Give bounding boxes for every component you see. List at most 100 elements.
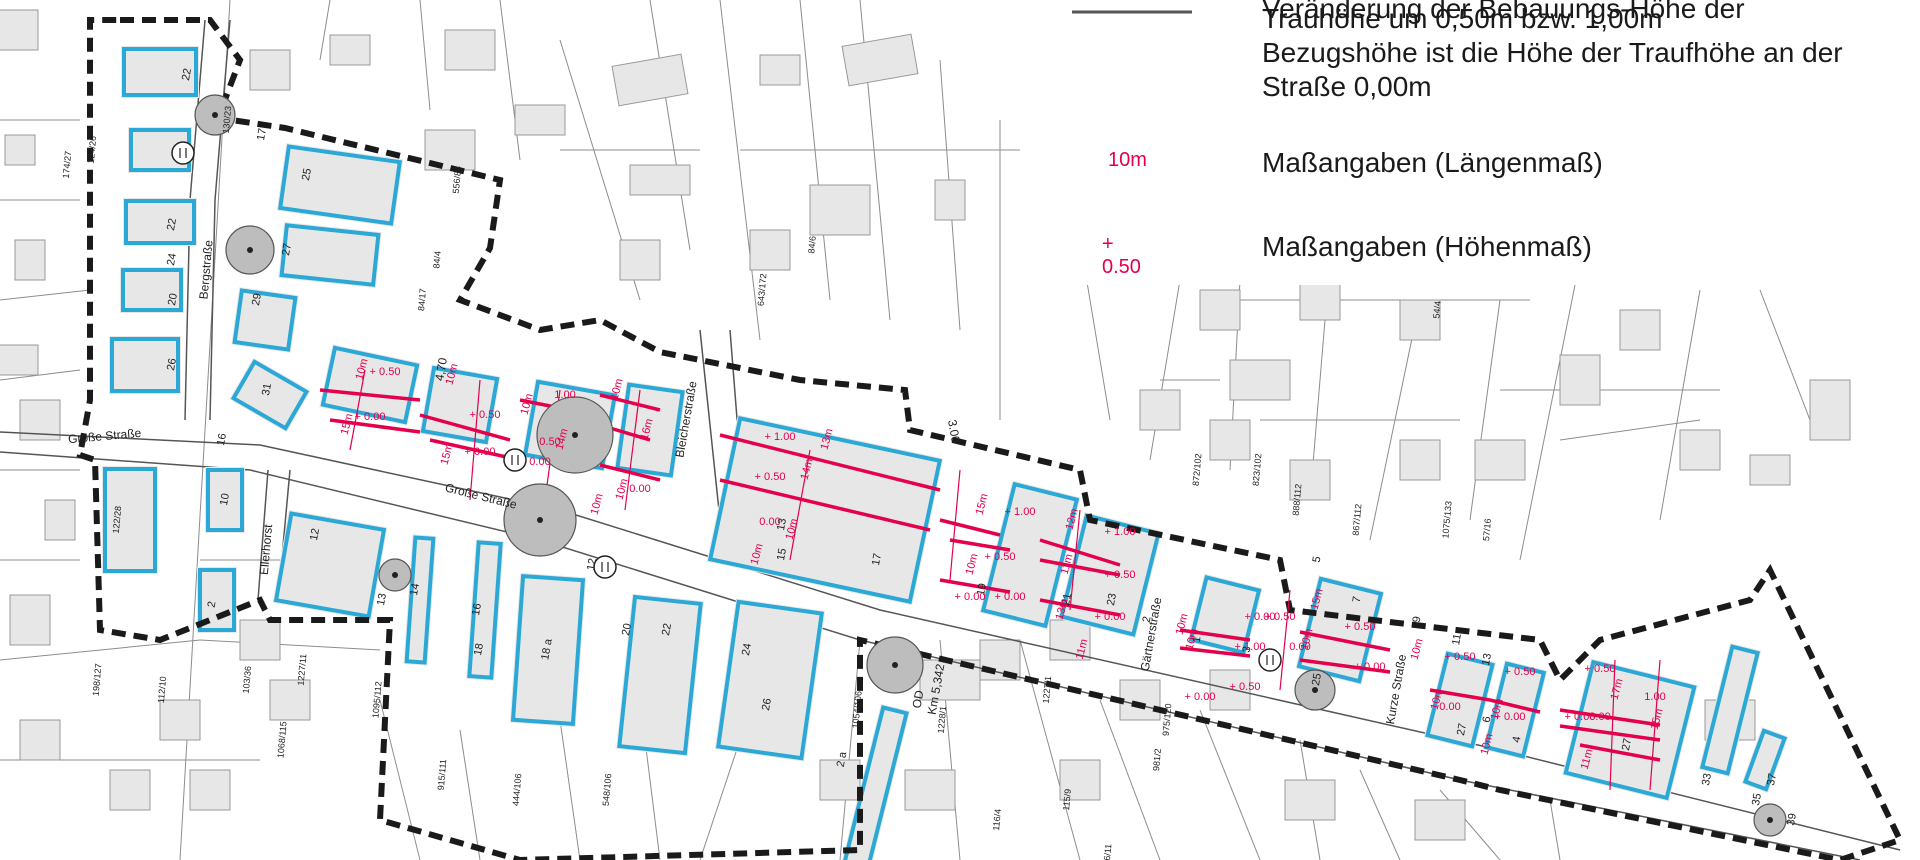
length-mark: 11m [1579,748,1596,771]
dimension-line [1039,598,1121,617]
dimension-line [939,578,1011,594]
height-mark: + 0.00 [1245,611,1276,623]
building-fill [616,593,704,757]
parcel-line [839,639,861,860]
parcel-id: 103/36 [241,666,253,694]
house-number: 35 [1750,792,1764,806]
height-mark: + 0.50 [1445,651,1476,663]
building-outline [510,573,586,727]
parcel-id: 115/9 [1061,788,1073,811]
neighbour-house [809,184,871,236]
height-mark: + 0.50 [470,409,501,421]
parcel-id: 872/102 [1191,453,1204,486]
parcel-id: 444/106 [511,773,524,806]
dimension-line [1609,659,1616,791]
parcel-id: 124/26 [86,136,98,164]
parcel-line [1469,299,1501,521]
dimension-line [719,433,941,492]
neighbour-house [1139,389,1181,431]
lamp-symbol [593,555,617,579]
length-mark: 14m [799,457,816,481]
parcel-id: 888/112 [1291,483,1304,516]
length-mark: 10m [749,542,766,566]
legend-text-line-2: Trauhöhe um 0,50m bzw. 1,00m [1262,3,1663,34]
neighbour-house [1399,299,1441,341]
dimension-line [1299,658,1391,674]
dimension-label-3-00: 3.00 [945,419,963,445]
parcel-line [319,0,331,61]
dimension-line [599,393,661,412]
length-mark: 15m [439,442,456,466]
neighbour-house [904,769,956,811]
dimension-line [719,478,931,532]
length-mark: 10m [354,357,371,381]
building-fill [714,598,826,762]
parcel-id: 84/17 [416,288,428,311]
building-outline [404,535,436,665]
parcel-id: 84/4 [431,251,442,269]
neighbour-house [1119,679,1161,721]
neighbour-house [1749,454,1791,486]
parcel-line [499,0,521,161]
building-fill [1482,660,1548,760]
house-number: 18 [472,642,486,656]
parcel-line [1759,289,1811,421]
neighbour-house [819,759,861,801]
height-mark: + 0.50 [1345,621,1376,633]
road-edge [257,469,269,601]
dimension-line [1179,628,1251,642]
length-mark: 10m [1489,697,1506,721]
height-mark: + 0.50 [1105,569,1136,581]
neighbour-house [1289,459,1331,501]
neighbour-house [4,134,36,166]
dimension-line [1649,659,1661,791]
length-mark: 10m [519,392,536,416]
length-mark: 10m [1174,612,1191,636]
neighbour-house [619,239,661,281]
legend-text-line-4: Straße 0,00m [1262,71,1432,102]
height-mark: + 0.50 [985,551,1016,563]
length-mark: 13m [1054,597,1071,621]
neighbour-house [1559,354,1601,406]
dimension-line [1559,724,1661,742]
neighbour-house [1059,759,1101,801]
parcel-line [199,639,381,651]
parcel-line [0,369,81,381]
length-mark: 14m [554,427,571,451]
parcel-id: 1095/112 [370,681,383,719]
parcel-id: 1075/133 [1440,501,1453,539]
building-fill [1295,575,1385,685]
parcel-line [0,289,91,301]
height-mark: 1.00 [554,389,575,401]
dimension-line [349,369,366,451]
parcel-id: 915/111 [436,759,449,791]
height-mark: + 1.00 [1235,641,1266,653]
neighbour-house [1209,419,1251,461]
lamp-symbol [1258,648,1282,672]
length-mark: 10m [589,492,606,516]
house-number: 2 [1141,615,1154,623]
house-number: 22 [165,217,179,231]
height-mark: + 0.50 [370,366,401,378]
building-outline [1483,661,1547,759]
boundary-line [76,17,1905,860]
building-fill [123,198,197,246]
parcel-id: 112/10 [156,676,168,704]
house-number: 33 [1700,772,1714,786]
length-mark: 10m [614,477,631,501]
parcel-id: 1227/1 [1041,676,1053,704]
house-number: 17 [255,127,269,141]
building-outline [230,359,310,431]
neighbour-house [1284,779,1336,821]
house-number: 18 a [539,637,555,661]
neighbour-house [189,769,231,811]
neighbour-house [1414,799,1466,841]
building-fill [276,143,404,227]
height-mark: 0.00 [1589,711,1610,723]
neighbour-house [249,49,291,91]
parcel-id: 1054/106 [850,691,863,729]
neighbour-house [19,719,61,761]
neighbour-house [329,34,371,66]
neighbour-house [239,619,281,661]
building-fill [102,466,158,574]
